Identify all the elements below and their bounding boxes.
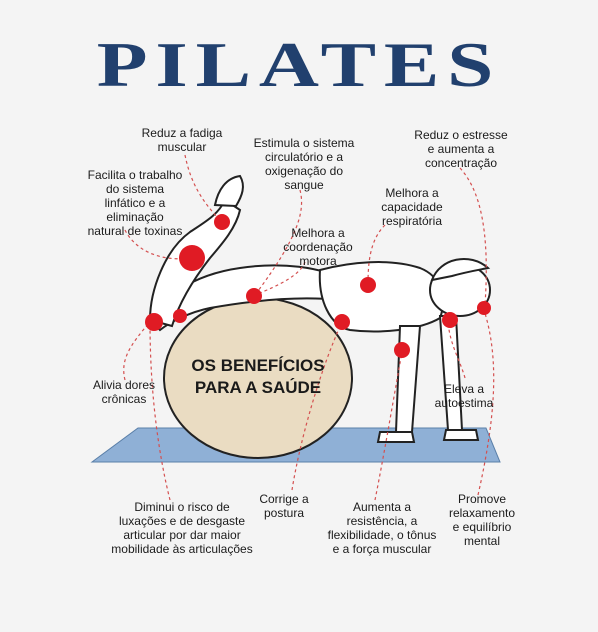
label-coordenacao: Melhora a coordenação motora	[283, 226, 353, 268]
label-autoestima: Eleva a autoestima	[434, 382, 494, 410]
label-luxacoes: Diminui o risco de luxações e de desgast…	[111, 500, 253, 556]
label-linfatico: Facilita o trabalho do sistema linfático…	[87, 168, 183, 238]
figure-arm-left	[438, 315, 464, 431]
figure-hair	[430, 258, 491, 282]
label-fadiga: Reduz a fadiga muscular	[141, 126, 223, 154]
label-dores: Alivia dores crônicas	[92, 378, 156, 406]
benefit-dot	[442, 312, 458, 328]
label-relaxamento: Promove relaxamento e equilíbrio mental	[448, 492, 516, 548]
benefit-dot	[334, 314, 350, 330]
label-circulatorio: Estimula o sistema circulatório e a oxig…	[253, 136, 355, 192]
benefit-dot	[173, 309, 187, 323]
benefit-dot	[246, 288, 262, 304]
figure-arm-right	[394, 325, 422, 433]
benefit-dot	[360, 277, 376, 293]
center-caption: OS BENEFÍCIOS PARA A SAÚDE	[191, 356, 325, 397]
benefit-dot	[145, 313, 163, 331]
page-title: PILATES	[96, 29, 502, 100]
benefit-dot	[214, 214, 230, 230]
benefit-dot	[394, 342, 410, 358]
label-resistencia: Aumenta a resistência, a flexibilidade, …	[327, 500, 437, 556]
benefit-points	[145, 214, 491, 358]
label-respiratoria: Melhora a capacidade respiratória	[381, 186, 443, 228]
label-postura: Corrige a postura	[259, 492, 309, 520]
figure-hand-left	[442, 429, 480, 441]
benefit-dot	[179, 245, 205, 271]
benefit-dot	[477, 301, 491, 315]
label-estresse: Reduz o estresse e aumenta a concentraçã…	[414, 128, 508, 170]
figure-hand-right	[376, 431, 416, 443]
figure-foot	[213, 174, 244, 208]
